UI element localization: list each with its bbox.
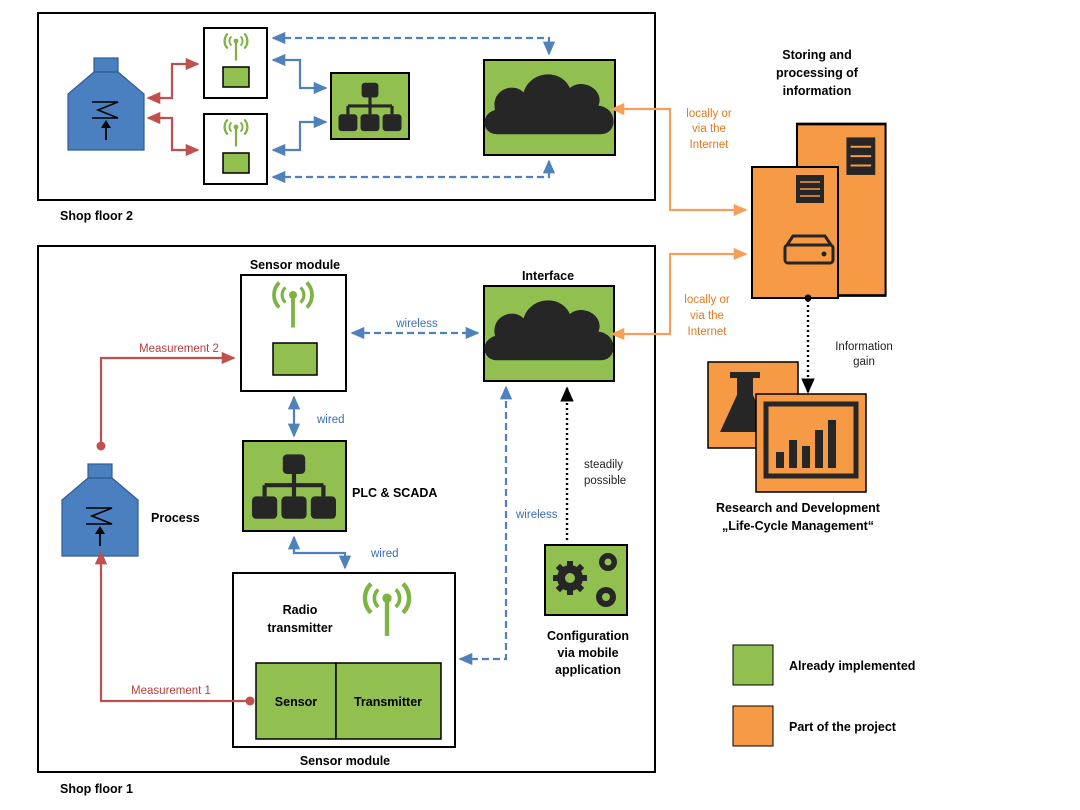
- rnd-title-1: Research and Development: [716, 501, 881, 515]
- storage-title-2: processing of: [776, 66, 859, 80]
- legend-swatch-implemented: [732, 644, 774, 686]
- configuration-label-3: application: [555, 663, 621, 677]
- wireless-link-vertical: [458, 385, 513, 666]
- rnd-chart-box: [755, 393, 867, 493]
- internet-bottom-3: Internet: [688, 326, 728, 338]
- legend-label-project: Part of the project: [789, 720, 897, 734]
- measurement-2-label: Measurement 2: [139, 343, 219, 355]
- sf2-measurement-arrow-bottom: [146, 111, 200, 157]
- plc-scada-label: PLC & SCADA: [352, 486, 437, 500]
- sf2-wireless-arrow-top: [271, 31, 556, 56]
- plc-sf2: [330, 72, 410, 140]
- wireless-top-label: wireless: [395, 318, 438, 330]
- process-label: Process: [151, 511, 200, 525]
- plc-scada-box: [242, 440, 347, 532]
- sf2-measurement-arrow-top: [146, 57, 200, 105]
- configuration-label-1: Configuration: [547, 629, 629, 643]
- process-vessel-icon: [61, 463, 139, 557]
- legend: Already implemented Part of the project: [732, 644, 915, 747]
- internet-bottom-2: via the: [690, 310, 724, 322]
- legend-swatch-project: [732, 705, 774, 747]
- sensor-module-top: [240, 274, 347, 392]
- cloud-interface-sf1: [483, 285, 615, 382]
- wired-label-2: wired: [370, 548, 398, 560]
- sensor-module-top-label: Sensor module: [250, 258, 340, 272]
- server-front: [751, 166, 839, 299]
- process-vessel-icon-sf2: [67, 57, 145, 151]
- configuration-label-2: via mobile: [557, 646, 618, 660]
- legend-label-implemented: Already implemented: [789, 659, 915, 673]
- storage-title-3: information: [783, 84, 852, 98]
- interface-label: Interface: [522, 269, 574, 283]
- internet-bottom-1: locally or: [684, 294, 730, 306]
- hard-drive-icon: [783, 234, 835, 265]
- wired-link-2: [287, 535, 352, 570]
- steadily-label-1: steadily: [584, 459, 623, 471]
- radio-transmitter-label-1: Radio: [283, 603, 318, 617]
- measurement-1-label: Measurement 1: [131, 685, 211, 697]
- cloud-interface-sf2: [483, 59, 616, 156]
- shop-floor-2-label: Shop floor 2: [60, 209, 133, 223]
- sf2-wired-arrow-top: [271, 53, 328, 95]
- transmitter-cell-label: Transmitter: [354, 695, 422, 709]
- sensor-module-sf2-bottom: [203, 113, 268, 185]
- shop-floor-1-frame: [37, 245, 656, 773]
- radio-transmitter-label-2: transmitter: [267, 621, 332, 635]
- internet-top-1: locally or: [686, 108, 732, 120]
- configuration-box: [544, 544, 628, 616]
- sensor-module-bottom: [232, 572, 456, 748]
- internet-link-sf1: [610, 247, 748, 341]
- bar-chart-icon: [776, 420, 836, 468]
- shop-floor-1-label: Shop floor 1: [60, 782, 133, 796]
- rnd-title-2: „Life-Cycle Management“: [722, 519, 874, 533]
- wired-label-1: wired: [316, 414, 344, 426]
- measurement-1-arrow: [94, 550, 250, 703]
- sensor-module-bottom-label: Sensor module: [300, 754, 390, 768]
- steadily-label-2: possible: [584, 475, 626, 487]
- sensor-module-sf2-top: [203, 27, 268, 99]
- sf2-wireless-arrow-bottom: [271, 159, 556, 184]
- sf2-wired-arrow-bottom: [271, 115, 328, 157]
- sensor-cell-label: Sensor: [275, 695, 318, 709]
- internet-link-sf2: [610, 102, 748, 217]
- information-gain-2: gain: [853, 356, 875, 368]
- wireless-vertical-label: wireless: [515, 509, 558, 521]
- storage-title-1: Storing and: [782, 48, 851, 62]
- internet-top-3: Internet: [690, 139, 730, 151]
- gears-icon: [553, 553, 617, 607]
- measurement-2-arrow: [99, 351, 236, 446]
- information-gain-1: Information: [835, 341, 893, 353]
- internet-top-2: via the: [692, 123, 726, 135]
